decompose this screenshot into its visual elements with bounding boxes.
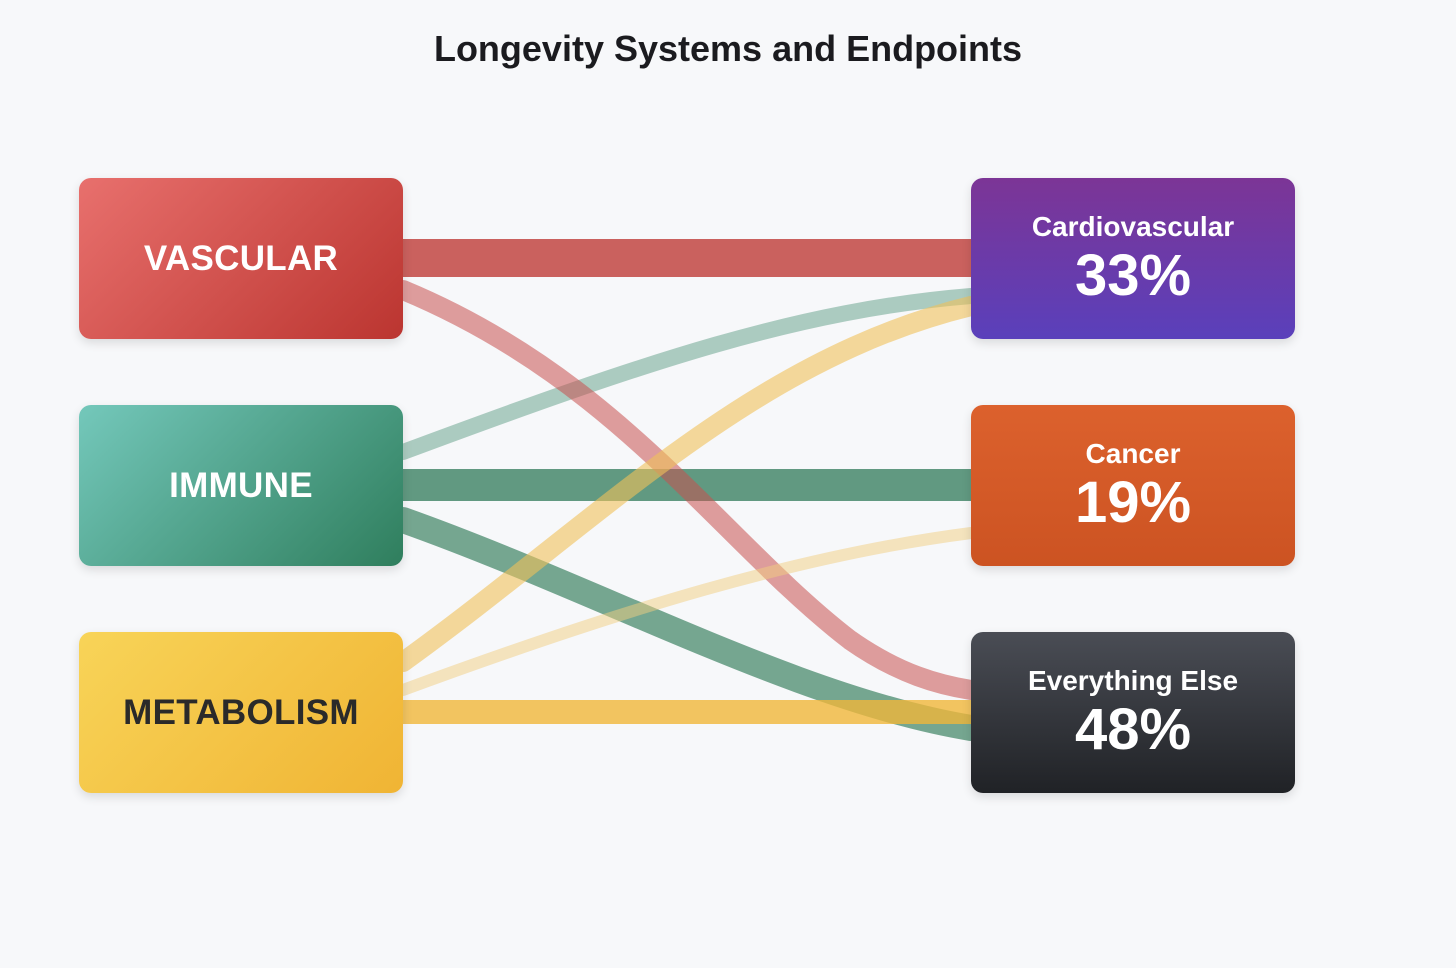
- node-label: VASCULAR: [143, 238, 339, 278]
- link-immune-cardio: [395, 288, 979, 460]
- node-metabolism: METABOLISM: [79, 632, 403, 793]
- endpoint-label: Cancer: [1085, 437, 1181, 469]
- node-vascular: VASCULAR: [79, 178, 403, 339]
- chart-title: Longevity Systems and Endpoints: [433, 28, 1023, 69]
- node-cardiovascular: Cardiovascular 33%: [971, 178, 1295, 339]
- link-metabolism-cardio: [393, 296, 981, 672]
- endpoint-percent: 48%: [1074, 696, 1192, 762]
- endpoint-label: Everything Else: [1027, 664, 1239, 696]
- link-metabolism-cancer: [397, 527, 977, 696]
- node-label: METABOLISM: [123, 692, 359, 732]
- endpoint-percent: 33%: [1074, 242, 1192, 308]
- link-vascular-else: [393, 280, 981, 700]
- node-label: IMMUNE: [169, 465, 313, 505]
- node-immune: IMMUNE: [79, 405, 403, 566]
- endpoint-percent: 19%: [1074, 469, 1192, 535]
- endpoint-label: Cardiovascular: [1031, 210, 1235, 242]
- node-everything-else: Everything Else 48%: [971, 632, 1295, 793]
- node-cancer: Cancer 19%: [971, 405, 1295, 566]
